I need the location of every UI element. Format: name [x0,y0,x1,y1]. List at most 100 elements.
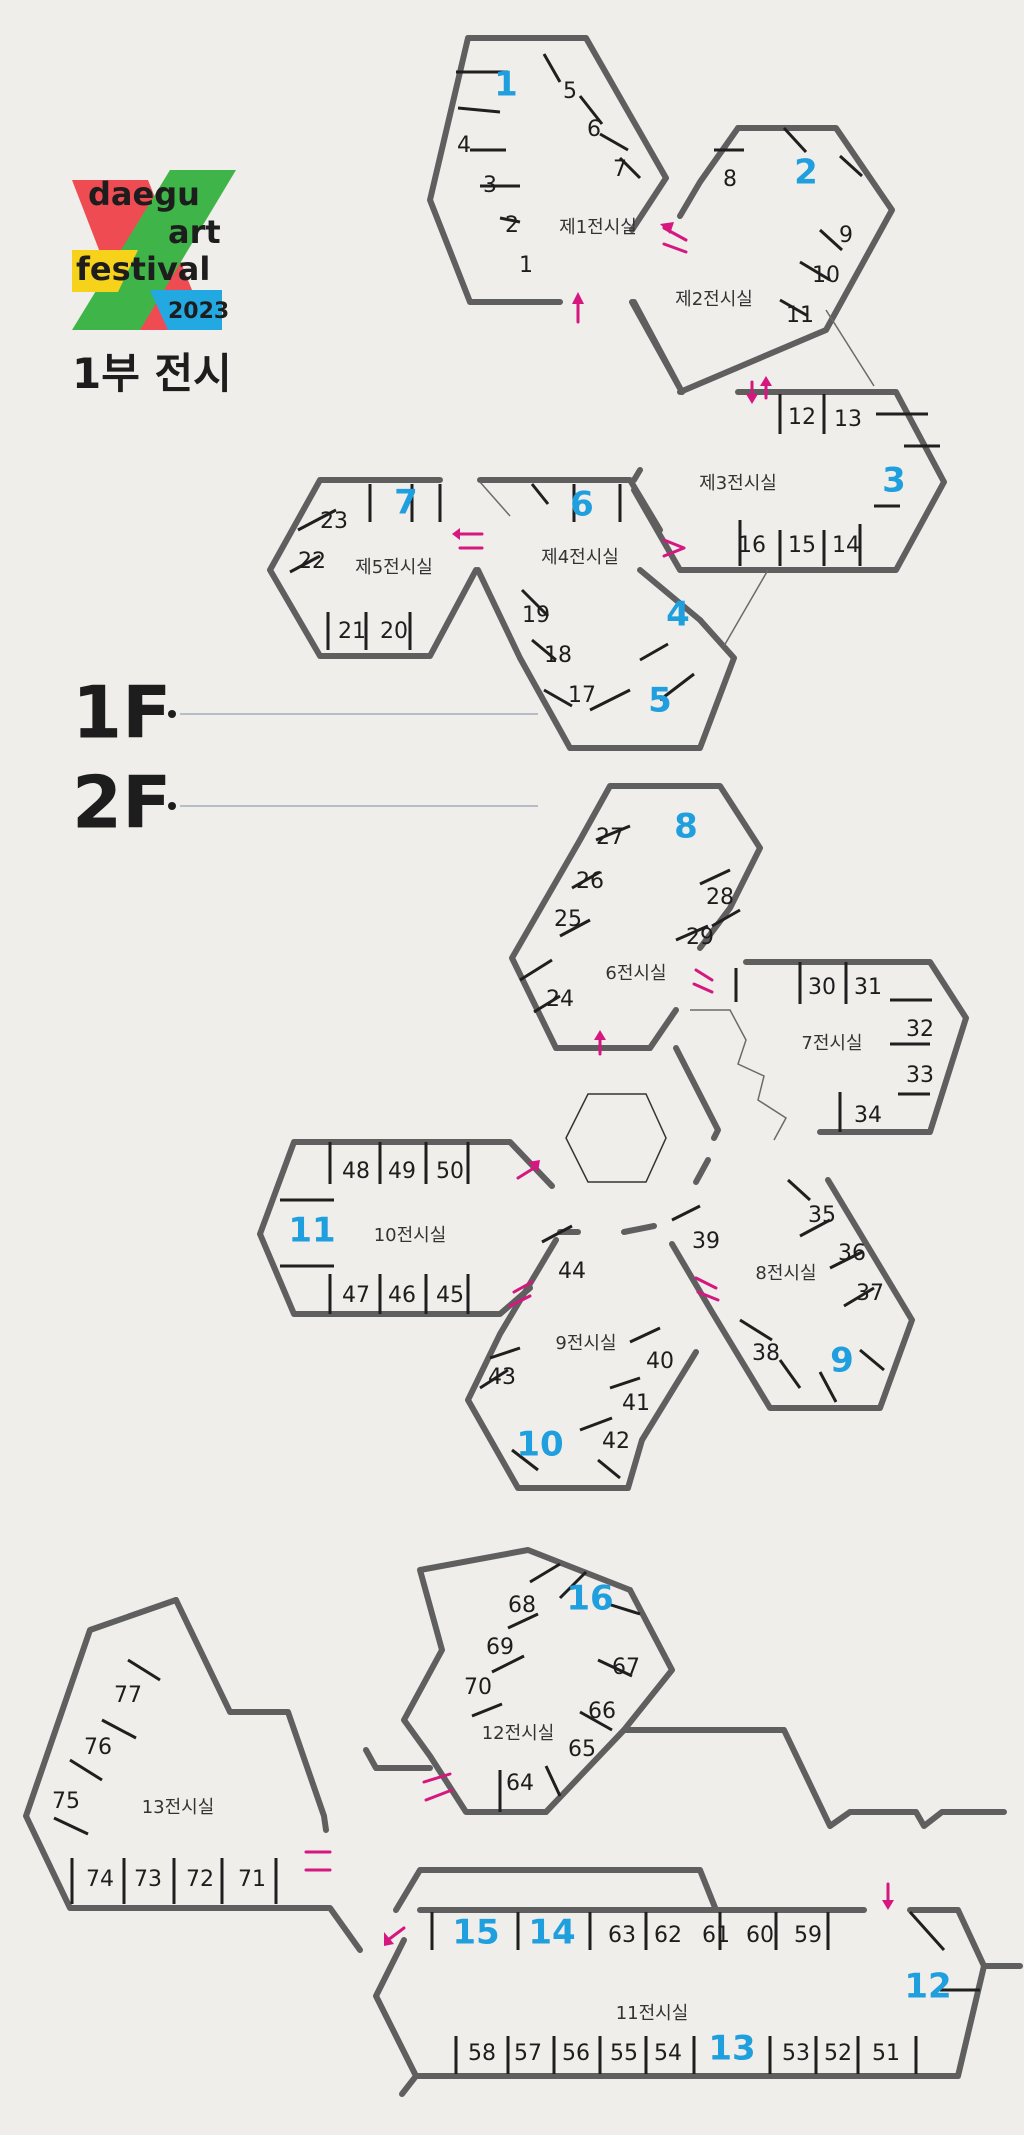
booth-number: 43 [488,1365,516,1390]
room-labels: 제1전시실 제2전시실 제3전시실 제4전시실 제5전시실 6전시실 7전시실 … [142,217,863,2024]
section-number: 3 [882,461,906,501]
circulation-arrows [304,222,894,1946]
booth-number: 11 [786,303,814,328]
booth-number: 2 [505,213,519,238]
booth-number: 12 [788,405,816,430]
section-number: 1 [494,65,518,105]
arrow-icon [694,1276,720,1302]
booth-number: 71 [238,1867,266,1892]
booth-number: 4 [457,133,471,158]
floor-label-2f: 2F [72,761,171,845]
room-label-2: 제2전시실 [675,289,753,310]
booth-number: 55 [610,2041,638,2066]
booth-number: 69 [486,1635,514,1660]
booth-number: 13 [834,407,862,432]
arrow-icon [746,376,772,404]
booth-number: 31 [854,975,882,1000]
booth-number: 21 [338,619,366,644]
section-number: 10 [516,1425,563,1465]
arrow-icon [692,968,714,994]
booth-number: 48 [342,1159,370,1184]
booth-number: 28 [706,885,734,910]
arrow-icon [304,1850,332,1872]
booth-number: 65 [568,1737,596,1762]
booth-number: 51 [872,2041,900,2066]
section-number: 16 [566,1579,613,1619]
booth-number: 57 [514,2041,542,2066]
booth-number: 50 [436,1159,464,1184]
booth-number: 9 [839,223,853,248]
booth-number: 33 [906,1063,934,1088]
booth-number: 42 [602,1429,630,1454]
booth-number: 76 [84,1735,112,1760]
booth-number: 8 [723,167,737,192]
booth-number: 46 [388,1283,416,1308]
booth-number: 16 [738,533,766,558]
booth-number: 6 [587,117,601,142]
booth-number: 38 [752,1341,780,1366]
booth-number: 17 [568,683,596,708]
booth-number: 14 [832,533,860,558]
logo-text-year: 2023 [168,299,229,324]
booth-number: 1 [519,253,533,278]
booth-number: 7 [613,157,627,182]
room-label-10: 10전시실 [374,1225,447,1246]
booth-number: 54 [654,2041,682,2066]
booth-number: 72 [186,1867,214,1892]
room-label-13: 13전시실 [142,1797,215,1818]
booth-number: 47 [342,1283,370,1308]
connector-lines [479,309,875,1141]
booth-number: 15 [788,533,816,558]
section-numbers: 1 2 3 4 5 6 7 8 9 10 11 12 13 14 15 16 [288,65,951,2069]
booth-number: 58 [468,2041,496,2066]
booth-number: 34 [854,1103,882,1128]
booth-number: 5 [563,79,577,104]
room-label-4: 제4전시실 [541,547,619,568]
section-number: 13 [708,2029,755,2069]
section-number: 14 [528,1913,575,1953]
booth-number: 62 [654,1923,682,1948]
booth-number: 26 [576,869,604,894]
section-number: 8 [674,807,698,847]
booth-number: 23 [320,509,348,534]
booth-numbers: 1 2 3 4 5 6 7 8 9 10 11 12 13 14 15 16 1… [52,79,934,2066]
booth-number: 53 [782,2041,810,2066]
booth-dividers [53,53,980,2074]
booth-number: 24 [546,987,574,1012]
arrow-icon [508,1280,534,1308]
booth-number: 77 [114,1683,142,1708]
section-number: 6 [570,485,594,525]
room-label-8: 8전시실 [755,1263,816,1284]
booth-number: 45 [436,1283,464,1308]
booth-number: 60 [746,1923,774,1948]
arrow-icon [516,1160,540,1180]
arrow-icon [572,292,584,324]
room-label-1: 제1전시실 [559,217,637,238]
arrow-icon [594,1030,606,1056]
booth-number: 70 [464,1675,492,1700]
room-label-5: 제5전시실 [355,557,433,578]
arrow-icon [660,222,688,254]
booth-number: 37 [856,1281,884,1306]
festival-logo: daegu art festival 2023 [72,170,236,330]
booth-number: 75 [52,1789,80,1814]
booth-number: 29 [686,925,714,950]
booth-number: 59 [794,1923,822,1948]
arrow-icon [882,1882,894,1910]
logo-text-art: art [168,213,221,251]
booth-number: 22 [298,549,326,574]
arrow-icon [422,1772,454,1802]
room-label-12: 12전시실 [482,1723,555,1744]
section-number: 11 [288,1211,335,1251]
booth-number: 18 [544,643,572,668]
section-number: 9 [830,1341,854,1381]
logo-text-daegu: daegu [88,175,200,213]
booth-number: 36 [838,1241,866,1266]
booth-number: 74 [86,1867,114,1892]
booth-number: 32 [906,1017,934,1042]
arrow-icon [384,1926,406,1946]
booth-number: 20 [380,619,408,644]
booth-number: 27 [596,825,624,850]
arrow-icon [662,538,686,558]
